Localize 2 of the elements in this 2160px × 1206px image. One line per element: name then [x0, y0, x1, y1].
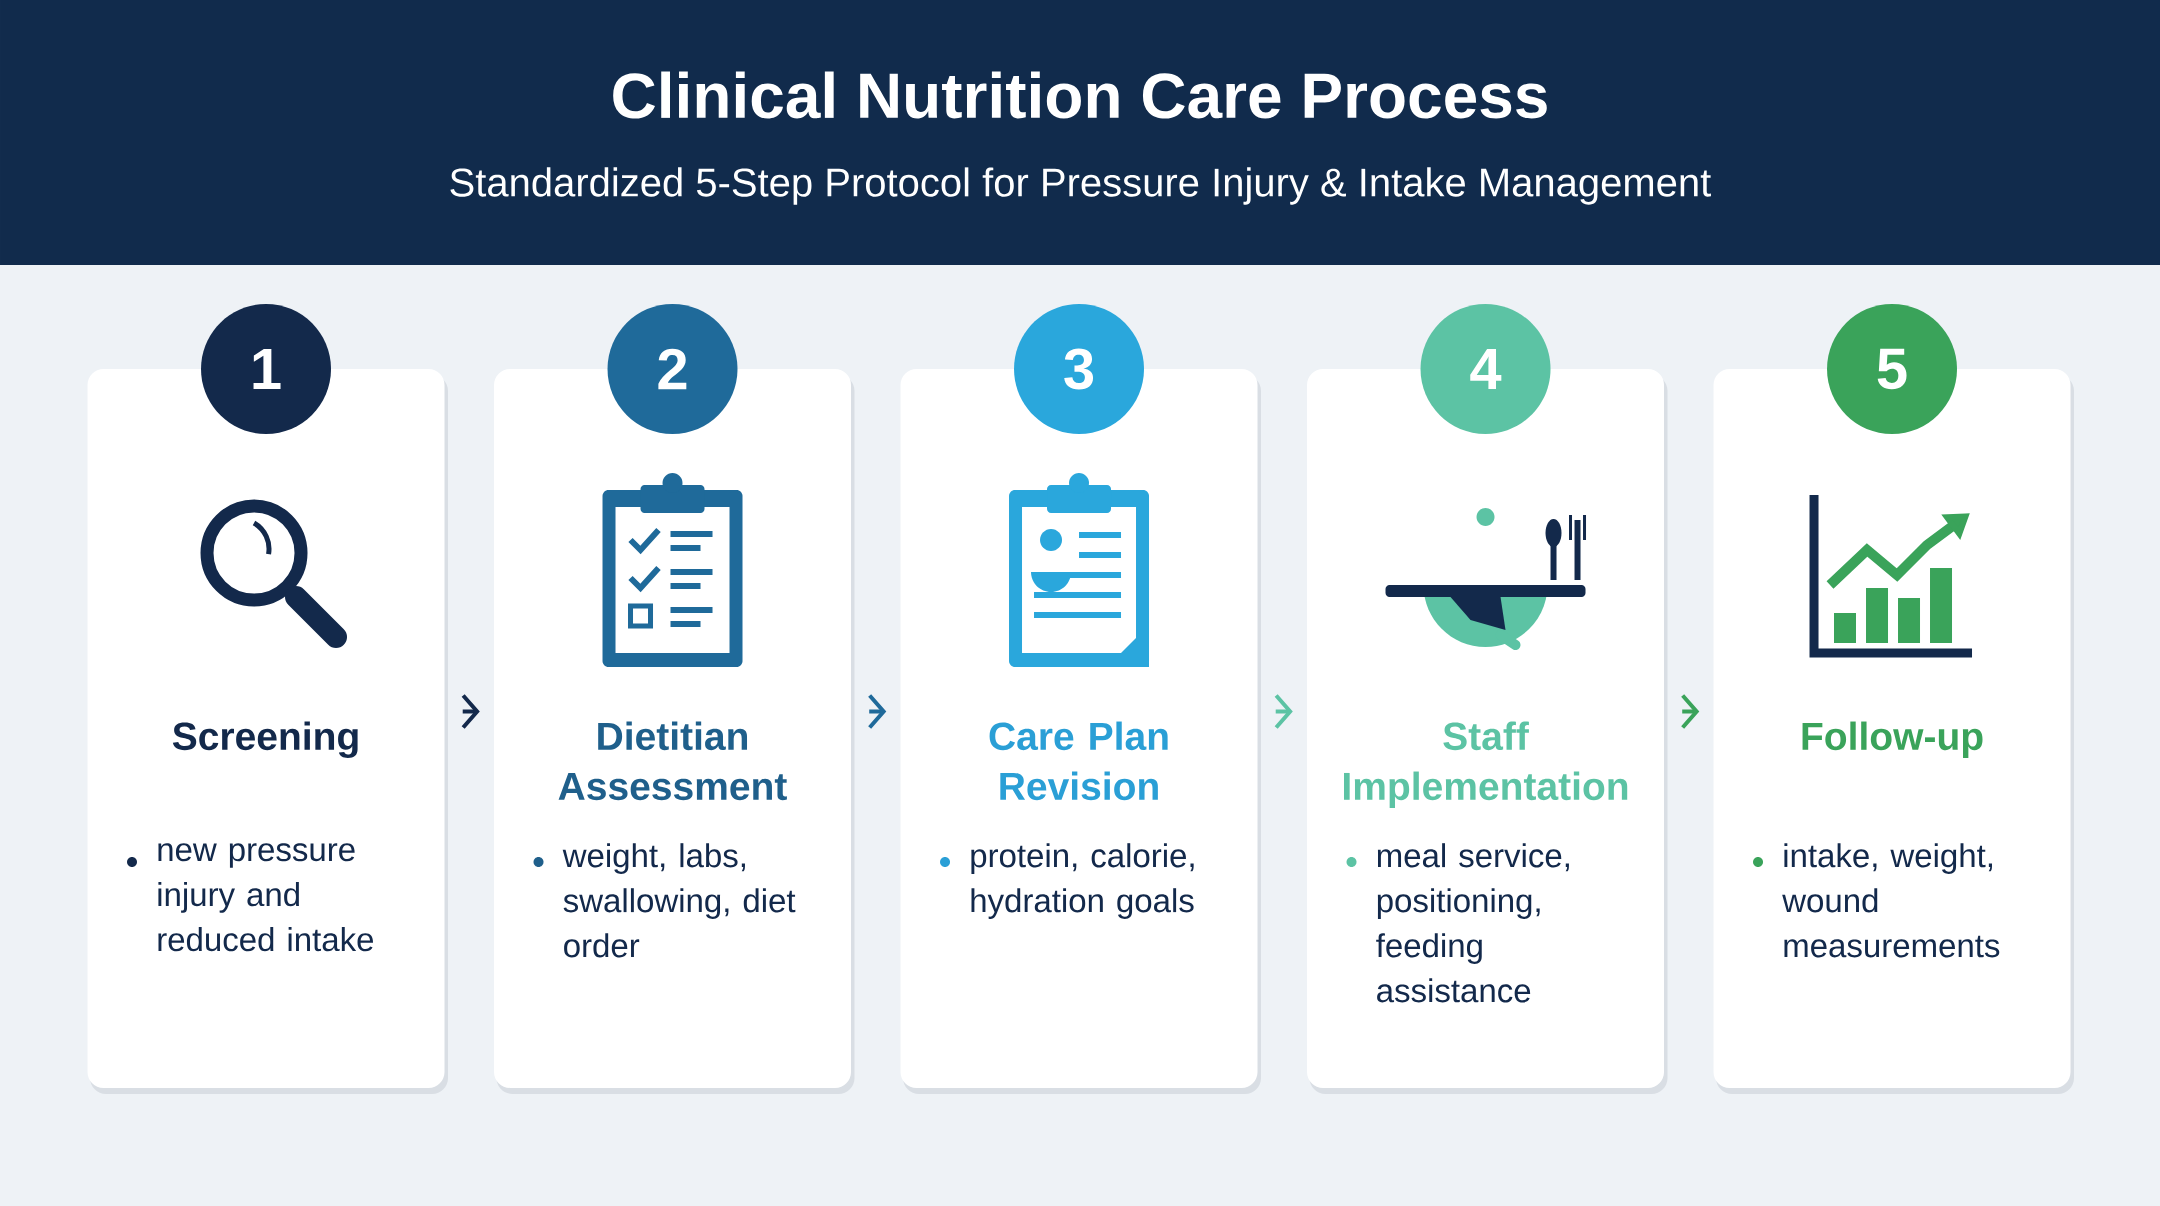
subtitle: Standardized 5-Step Protocol for Pressure Injury & Intake Management	[450, 167, 1711, 205]
title: Clinical Nutrition Care Process	[613, 71, 1547, 119]
